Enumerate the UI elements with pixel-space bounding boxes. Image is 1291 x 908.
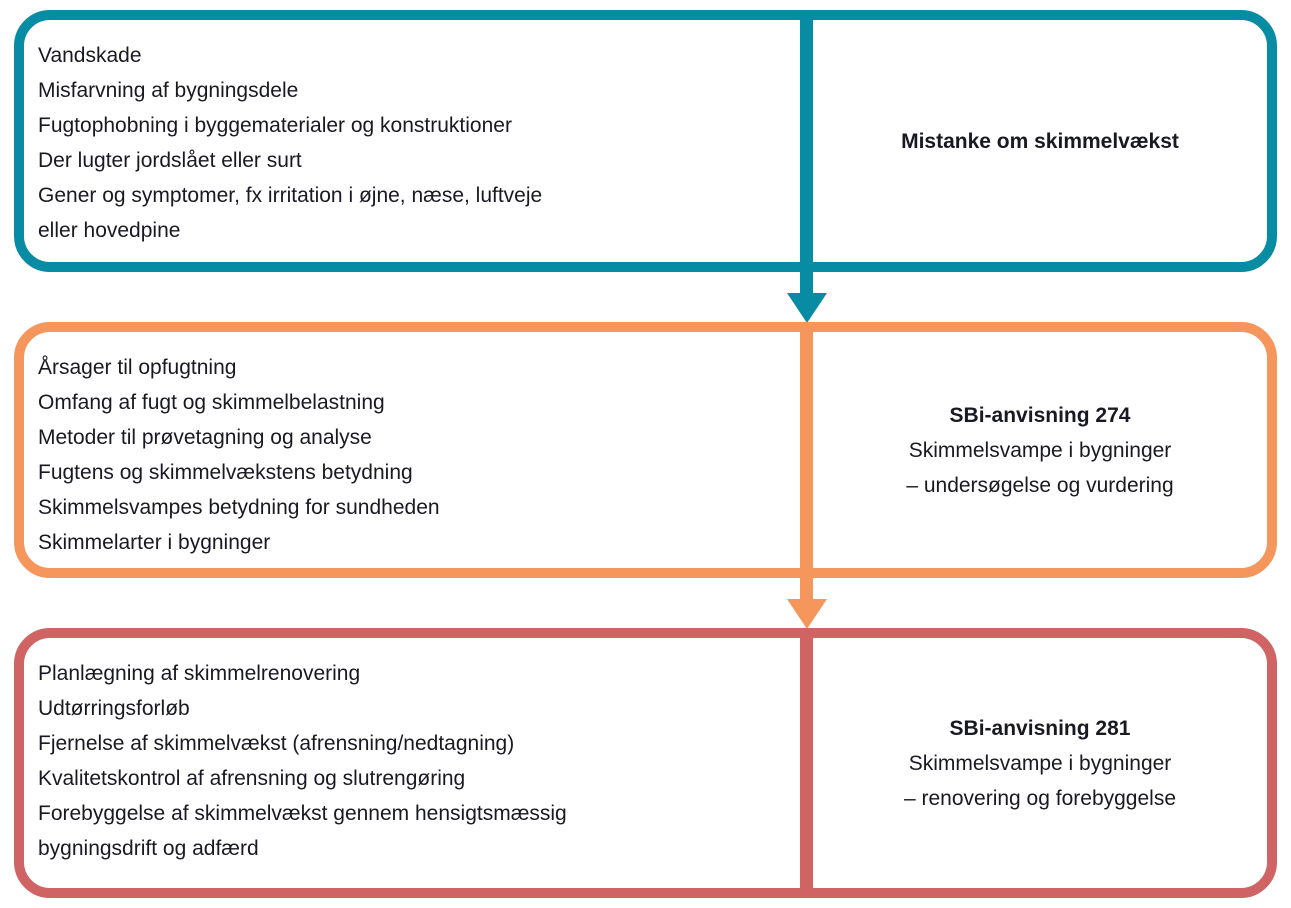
stage-label-title: SBi-anvisning 274 [949, 403, 1131, 427]
list-line: Planlægning af skimmelrenovering [38, 662, 361, 685]
list-line: eller hovedpine [38, 219, 181, 242]
arrow-down-icon [787, 599, 827, 629]
list-line: Skimmelarter i bygninger [38, 531, 271, 554]
stage-label-line: Skimmelsvampe i bygninger [908, 438, 1172, 462]
arrow-stem [800, 272, 813, 298]
list-line: Misfarvning af bygningsdele [38, 79, 299, 102]
stage-label-title: SBi-anvisning 281 [949, 716, 1131, 740]
list-line: Forebyggelse af skimmelvækst gennem hens… [38, 802, 567, 825]
list-line: Fjernelse af skimmelvækst (afrensning/ne… [38, 732, 515, 755]
stage-divider-line [800, 322, 813, 578]
stage-label-line: – undersøgelse og vurdering [906, 473, 1174, 497]
arrow-down-icon [787, 293, 827, 323]
list-line: Årsager til opfugtning [38, 356, 237, 379]
stage-label: SBi-anvisning 274 Skimmelsvampe i bygnin… [813, 332, 1267, 568]
stage-divider-line [800, 10, 813, 272]
arrow-stem [800, 578, 813, 604]
list-line: Der lugter jordslået eller surt [38, 149, 302, 172]
list-line: Fugtophobning i byggematerialer og konst… [38, 114, 512, 137]
list-line: Fugtens og skimmelvækstens betydning [38, 461, 413, 484]
list-line: Udtørringsforløb [38, 697, 190, 720]
stage-label: SBi-anvisning 281 Skimmelsvampe i bygnin… [813, 638, 1267, 888]
list-line: Skimmelsvampes betydning for sundheden [38, 496, 440, 519]
list-line: Kvalitetskontrol af afrensning og slutre… [38, 767, 466, 790]
list-line: bygningsdrift og adfærd [38, 837, 259, 860]
list-line: Metoder til prøvetagning og analyse [38, 426, 372, 449]
list-line: Omfang af fugt og skimmelbelastning [38, 391, 385, 414]
list-line: Vandskade [38, 44, 142, 67]
stage-label-line: Skimmelsvampe i bygninger [908, 751, 1172, 775]
stage-label-title: Mistanke om skimmelvækst [901, 129, 1179, 153]
list-line: Gener og symptomer, fx irritation i øjne… [38, 184, 543, 207]
stage-label-line: – renovering og forebyggelse [903, 786, 1176, 810]
stage-divider-line [800, 628, 813, 898]
stage-label: Mistanke om skimmelvækst [813, 20, 1267, 262]
